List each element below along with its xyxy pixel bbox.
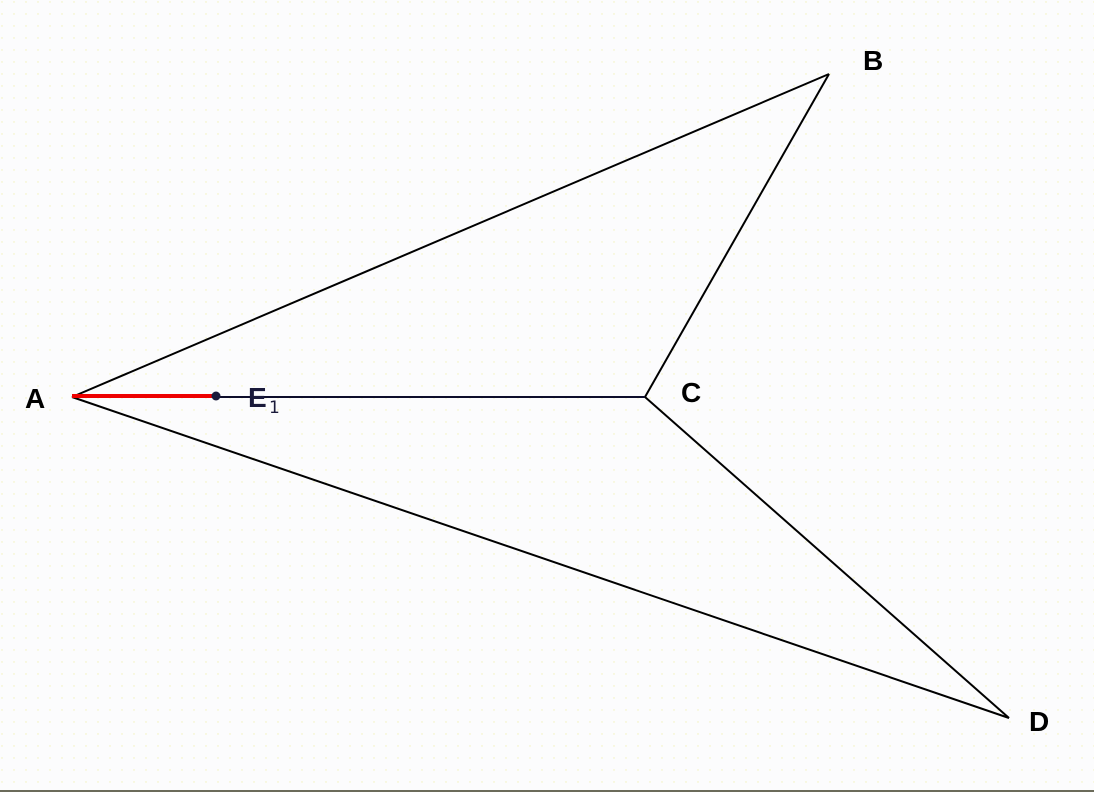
segment-bc[interactable] (644, 73, 830, 398)
canvas-bottom-border (0, 790, 1094, 792)
label-e: E (248, 382, 267, 413)
label-e-subscript: 1 (269, 398, 280, 418)
point-e1[interactable] (211, 391, 221, 401)
label-a: A (25, 383, 45, 414)
label-c: C (681, 377, 701, 408)
segment-da[interactable] (71, 396, 1010, 719)
segment-ab[interactable] (71, 73, 830, 398)
segment-cd[interactable] (644, 396, 1010, 719)
label-b: B (863, 45, 883, 76)
label-d: D (1029, 706, 1049, 737)
